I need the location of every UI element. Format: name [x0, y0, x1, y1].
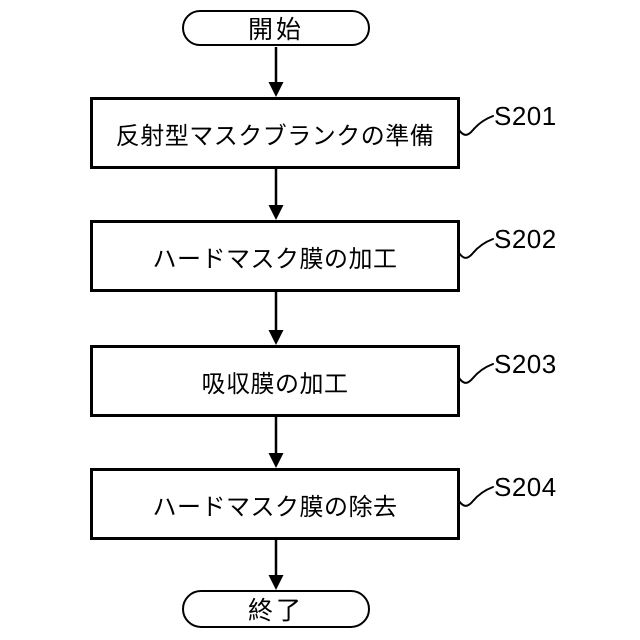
flow-arrow-s202-to-s203 [268, 292, 284, 345]
process-box-s203-label: 吸収膜の加工 [201, 370, 349, 398]
flow-arrow-s204-to-end [268, 540, 284, 590]
process-box-s204: ハードマスク膜の除去 [90, 468, 460, 540]
step-label-connector-s201 [458, 115, 494, 136]
process-box-s202-label: ハードマスク膜の加工 [152, 245, 398, 273]
flow-arrow-s203-to-s204 [268, 417, 284, 468]
start-terminal-label: 開始 [247, 16, 304, 44]
step-label-connector-s203 [458, 363, 494, 384]
process-box-s203: 吸収膜の加工 [90, 345, 460, 417]
start-terminal: 開始 [182, 10, 370, 46]
process-box-s204-label: ハードマスク膜の除去 [152, 493, 398, 521]
step-id-s202: S202 [494, 224, 557, 254]
process-box-s201: 反射型マスクブランクの準備 [90, 97, 460, 169]
flow-arrow-start-to-s201 [268, 47, 284, 97]
flow-arrow-s201-to-s202 [268, 169, 284, 220]
process-box-s202: ハードマスク膜の加工 [90, 220, 460, 292]
step-label-connector-s202 [458, 238, 494, 259]
step-id-s204: S204 [494, 472, 557, 502]
step-id-s201: S201 [494, 101, 557, 131]
step-label-connector-s204 [458, 486, 494, 507]
step-id-s203: S203 [494, 349, 557, 379]
end-terminal-label: 終了 [247, 597, 304, 625]
process-box-s201-label: 反射型マスクブランクの準備 [115, 122, 435, 150]
end-terminal: 終了 [182, 590, 370, 628]
